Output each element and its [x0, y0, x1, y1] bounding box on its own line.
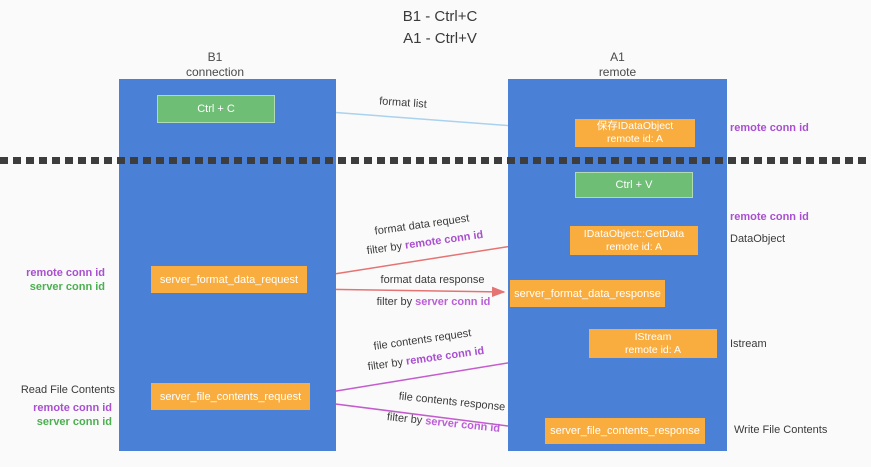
right-remote-conn-id-2: remote conn id	[730, 211, 809, 223]
format-list-label: format list	[378, 95, 428, 111]
istream-line2: remote id: A	[624, 343, 682, 356]
filter-by-text: filter by	[366, 240, 403, 258]
left-server-conn-id-2: server conn id	[36, 416, 112, 428]
server-file-contents-request-box: server_file_contents_request	[151, 383, 310, 410]
right-column-header: A1 remote	[508, 50, 727, 80]
getdata-line1: IDataObject::GetData	[583, 227, 685, 240]
left-remote-conn-id-2: remote conn id	[33, 402, 112, 414]
server-format-data-request-box: server_format_data_request	[151, 266, 307, 293]
remote-conn-id-text: remote conn id	[404, 228, 484, 252]
istream-box: IStream remote id: A	[589, 329, 717, 358]
server-file-contents-request-label: server_file_contents_request	[159, 390, 302, 403]
file-contents-response-label: file contents response	[398, 390, 506, 414]
title-line-2: A1 - Ctrl+V	[403, 29, 477, 47]
ctrl-v-box: Ctrl + V	[575, 172, 693, 198]
ctrl-v-label: Ctrl + V	[615, 179, 653, 191]
server-file-contents-response-label: server_file_contents_response	[550, 425, 700, 437]
read-file-contents-annotation: Read File Contents	[20, 384, 115, 396]
right-remote-conn-id-1: remote conn id	[730, 122, 809, 134]
left-column-role: connection	[185, 65, 245, 79]
file-response-filter-label: filter by server conn id	[376, 410, 512, 436]
istream-line1: IStream	[634, 330, 672, 343]
right-column-role: remote	[598, 65, 637, 79]
write-file-contents-annotation: Write File Contents	[734, 424, 828, 436]
save-dataobject-line1: 保存IDataObject	[596, 120, 674, 132]
server-conn-id-text: server conn id	[424, 415, 501, 435]
save-dataobject-box: 保存IDataObject remote id: A	[575, 119, 695, 147]
dataobject-annotation: DataObject	[730, 233, 786, 245]
getdata-line2: remote id: A	[605, 240, 663, 253]
format-response-filter-label: filter by server conn id	[366, 296, 501, 308]
filter-by-text: filter by	[376, 296, 413, 308]
server-format-data-response-box: server_format_data_response	[510, 280, 665, 307]
diagram-title: B1 - Ctrl+C A1 - Ctrl+V	[330, 6, 550, 50]
istream-annotation: Istream	[730, 338, 767, 350]
ctrl-c-label: Ctrl + C	[197, 103, 235, 115]
ctrl-c-box: Ctrl + C	[157, 95, 275, 123]
right-column-name: A1	[610, 50, 625, 64]
left-column-name: B1	[207, 50, 223, 64]
server-format-data-response-label: server_format_data_response	[514, 287, 661, 300]
format-data-response-label: format data response	[380, 274, 485, 286]
left-column-header: B1 connection	[105, 50, 325, 80]
filter-by-text: filter by	[386, 411, 423, 427]
server-format-data-request-label: server_format_data_request	[159, 273, 299, 286]
server-conn-id-text: server conn id	[415, 296, 491, 308]
filter-by-text: filter by	[367, 356, 404, 374]
getdata-box: IDataObject::GetData remote id: A	[570, 226, 698, 255]
left-server-conn-id-1: server conn id	[29, 281, 105, 293]
save-dataobject-line2: remote id: A	[606, 133, 664, 145]
remote-conn-id-text: remote conn id	[405, 344, 485, 368]
format-response-arrow	[307, 286, 506, 298]
left-remote-conn-id-1: remote conn id	[26, 267, 105, 279]
dashed-divider-line	[0, 157, 871, 164]
title-line-1: B1 - Ctrl+C	[402, 8, 478, 25]
server-file-contents-response-box: server_file_contents_response	[545, 418, 705, 444]
